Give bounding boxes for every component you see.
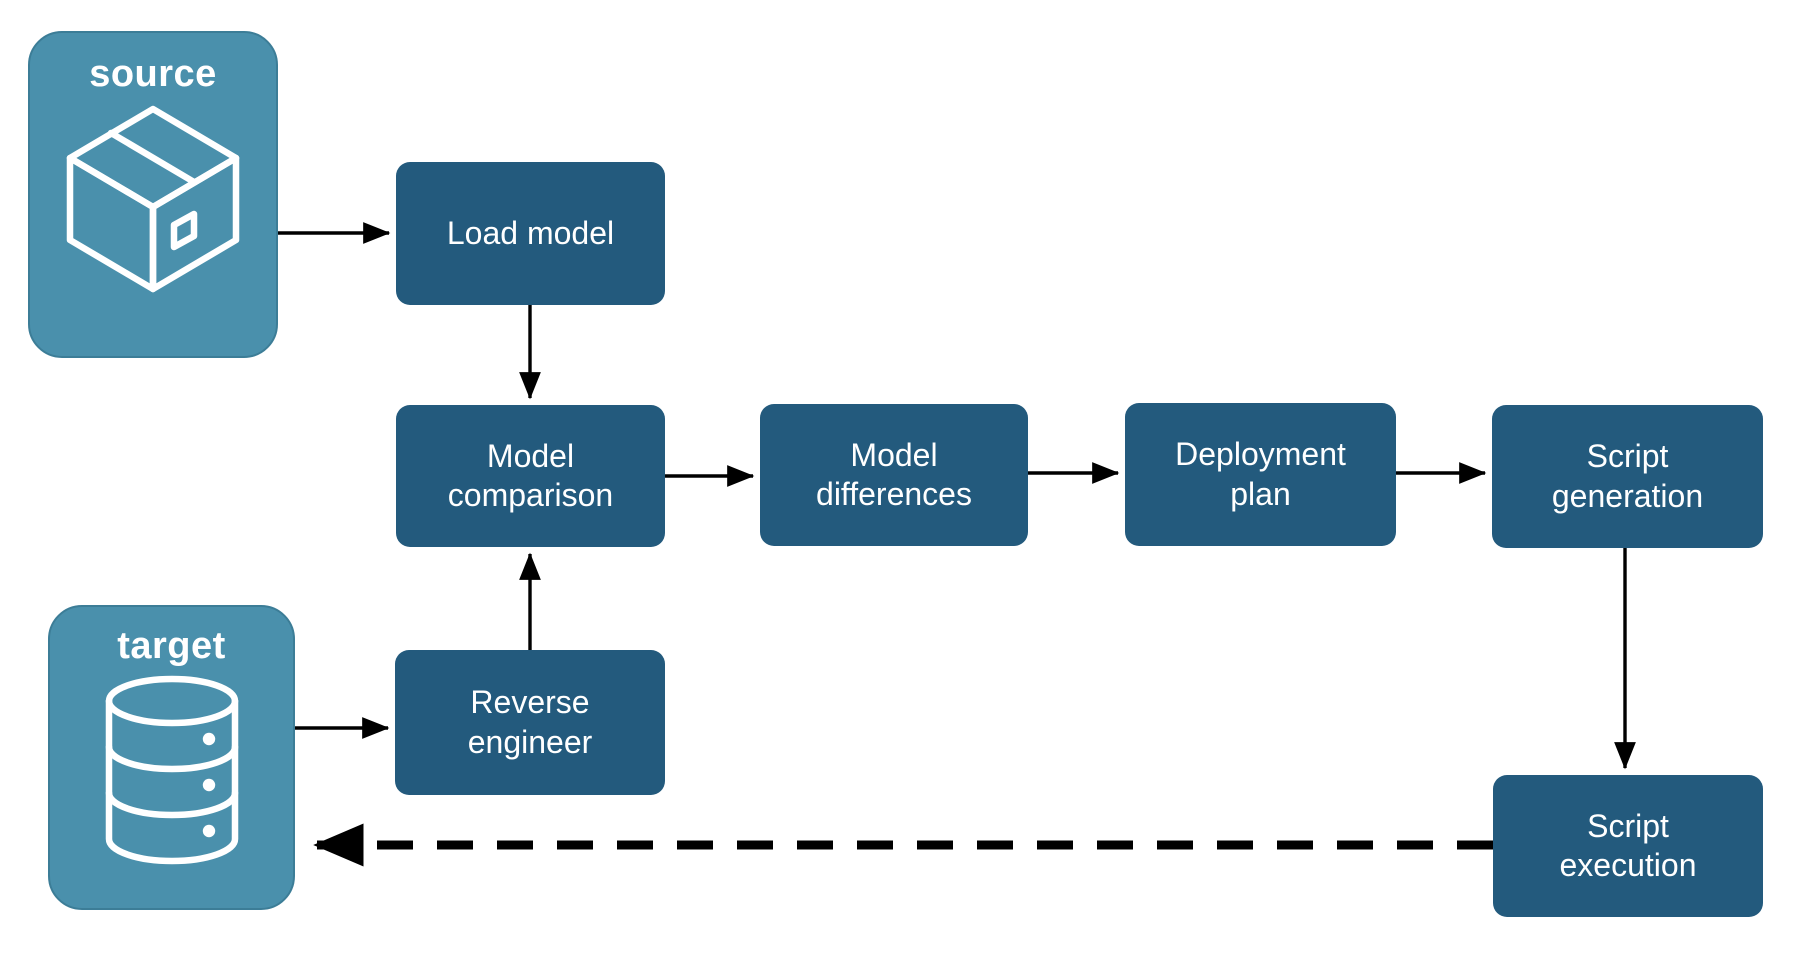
process-node-script-generation[interactable]: Script generation	[1492, 405, 1763, 548]
endpoint-node-source[interactable]: source	[28, 31, 278, 358]
database-cylinder-icon	[105, 675, 238, 865]
endpoint-node-target[interactable]: target	[48, 605, 295, 910]
process-label-model-differences: Model differences	[816, 436, 972, 512]
package-box-icon	[66, 105, 240, 293]
endpoint-label-source: source	[89, 53, 217, 95]
process-label-reverse-engineer: Reverse engineer	[467, 684, 593, 760]
process-node-deployment-plan[interactable]: Deployment plan	[1125, 403, 1396, 546]
process-node-script-execution[interactable]: Script execution	[1493, 775, 1763, 917]
database-indicator-dot-1	[202, 732, 215, 746]
database-indicator-dot-3	[202, 824, 215, 838]
process-node-model-differences[interactable]: Model differences	[760, 404, 1028, 546]
process-node-model-comparison[interactable]: Model comparison	[396, 405, 665, 547]
process-node-reverse-engineer[interactable]: Reverse engineer	[395, 650, 665, 795]
process-label-script-execution: Script execution	[1559, 807, 1697, 883]
database-indicator-dot-2	[202, 778, 215, 792]
process-label-deployment-plan: Deployment plan	[1175, 436, 1346, 512]
endpoint-label-target: target	[117, 625, 226, 667]
process-label-model-comparison: Model comparison	[447, 437, 614, 513]
process-label-script-generation: Script generation	[1551, 438, 1704, 514]
process-label-load-model: Load model	[446, 214, 615, 251]
process-node-load-model[interactable]: Load model	[396, 162, 665, 305]
